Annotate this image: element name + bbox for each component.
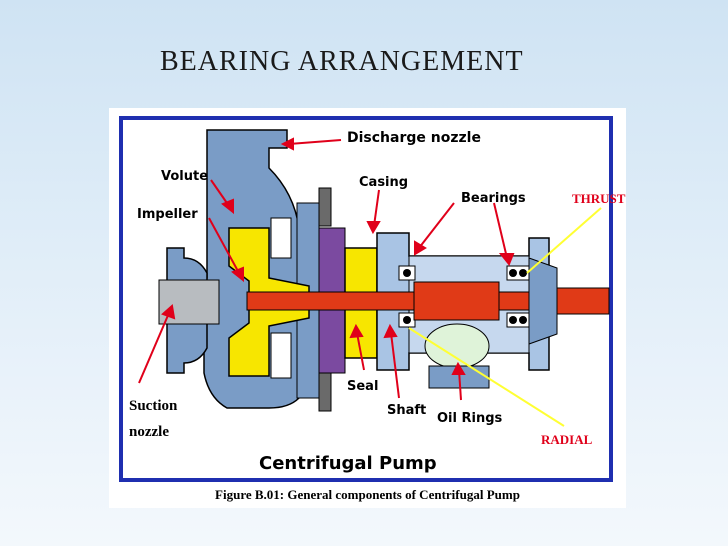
shaft-collar	[413, 281, 500, 321]
casing-window	[270, 332, 292, 379]
thrust-pointer	[526, 207, 602, 274]
flange-bolt	[318, 372, 332, 412]
label-volute: Volute	[161, 169, 208, 184]
radial-pointer	[408, 327, 565, 427]
oil-reservoir	[424, 323, 490, 369]
label-seal: Seal	[347, 379, 378, 394]
label-casing: Casing	[359, 175, 408, 190]
label-suction-nozzle-2: nozzle	[129, 424, 169, 440]
label-bearings: Bearings	[461, 191, 526, 206]
label-pointers	[138, 137, 515, 401]
bearing-radial	[398, 265, 416, 328]
annotation-thrust: THRUST	[572, 191, 626, 206]
annotation-radial: RADIAL	[541, 432, 593, 447]
casing-window	[270, 217, 292, 259]
label-shaft: Shaft	[387, 403, 426, 418]
flange-bolt	[318, 187, 332, 227]
label-discharge-nozzle: Discharge nozzle	[347, 130, 481, 146]
label-suction-nozzle-1: Suction	[129, 398, 178, 414]
end-cap	[528, 257, 558, 345]
bearing-thrust	[506, 265, 530, 328]
slide-title: BEARING ARRANGEMENT	[160, 46, 524, 77]
suction-channel	[158, 279, 220, 325]
pump-title: Centrifugal Pump	[259, 453, 437, 474]
label-oil-rings: Oil Rings	[437, 411, 503, 426]
label-impeller: Impeller	[137, 207, 198, 222]
pump-diagram: Discharge nozzle Volute Impeller Casing …	[119, 116, 626, 482]
shaft-end	[548, 287, 610, 315]
figure-caption: Figure B.01: General components of Centr…	[215, 487, 520, 502]
figure-panel: Discharge nozzle Volute Impeller Casing …	[109, 108, 626, 508]
